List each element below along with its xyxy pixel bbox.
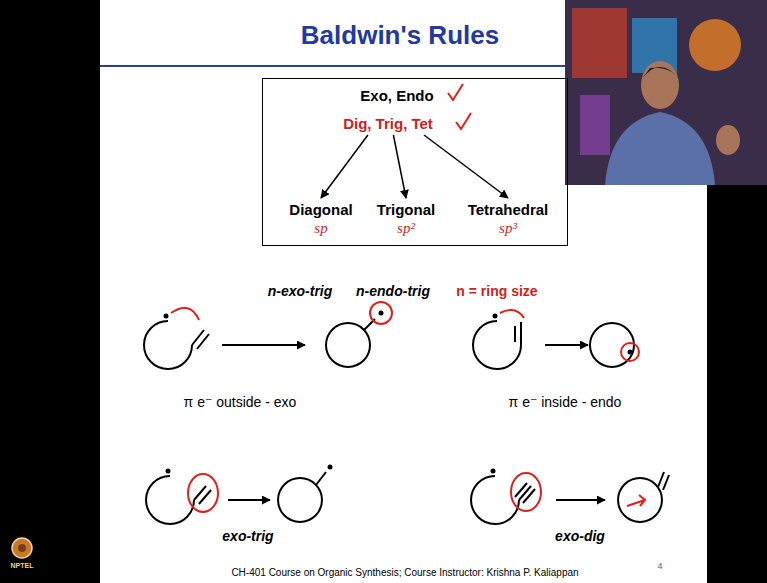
curved-arrow bbox=[171, 308, 199, 320]
hybridisation-note: sp³ bbox=[468, 219, 549, 237]
radical-dot bbox=[493, 314, 498, 319]
mode-label: exo-trig bbox=[222, 528, 273, 544]
instructor-head bbox=[641, 61, 679, 109]
video-background bbox=[689, 19, 741, 71]
reaction-arrow bbox=[545, 344, 588, 346]
reaction-arrow bbox=[222, 344, 305, 346]
node-label: Tetrahedral bbox=[468, 201, 549, 219]
radical-dot bbox=[379, 311, 384, 316]
highlight-ellipse bbox=[511, 473, 541, 511]
rule-notation: n-exo-trig bbox=[268, 283, 333, 299]
radical-dot bbox=[166, 469, 171, 474]
rule-notation: n-endo-trig bbox=[356, 283, 430, 299]
triple-bond bbox=[523, 489, 535, 503]
slide-title: Baldwin's Rules bbox=[301, 20, 499, 51]
geometry-name: Tetrahedralsp³ bbox=[468, 201, 549, 237]
radical-dot bbox=[328, 465, 333, 470]
mode-label: π e⁻ outside - exo bbox=[184, 394, 297, 410]
instructor-hair bbox=[641, 67, 680, 80]
double-bond bbox=[520, 322, 522, 345]
triple-bond bbox=[519, 486, 531, 500]
instructor-hand bbox=[716, 125, 740, 155]
rule-note: n = ring size bbox=[456, 283, 537, 299]
double-bond bbox=[197, 334, 209, 349]
highlight-circle bbox=[621, 343, 639, 361]
video-inset bbox=[565, 0, 767, 185]
ring bbox=[618, 478, 662, 522]
connector-arrow bbox=[321, 135, 368, 198]
node-label: Diagonal bbox=[289, 201, 352, 219]
annotation-arrow bbox=[627, 495, 645, 506]
mode-label: exo-dig bbox=[555, 528, 605, 544]
double-bond bbox=[514, 326, 516, 342]
page-number: 4 bbox=[657, 561, 662, 571]
node-label: Dig, Trig, Tet bbox=[343, 115, 433, 132]
logo-text: NPTEL bbox=[11, 562, 34, 569]
highlight-ellipse bbox=[188, 474, 218, 512]
hybridisation-note: sp² bbox=[377, 219, 435, 237]
radical-dot bbox=[491, 469, 496, 474]
double-bond bbox=[199, 490, 211, 504]
box-heading: Exo, Endo bbox=[263, 79, 567, 104]
node-label: Trigonal bbox=[377, 201, 435, 219]
geometry-name: Diagonalsp bbox=[289, 201, 352, 237]
ring-chain bbox=[144, 321, 192, 369]
radical-dot bbox=[628, 350, 633, 355]
ring bbox=[326, 323, 370, 367]
connector-arrow bbox=[424, 135, 508, 198]
nptel-logo bbox=[18, 544, 26, 552]
video-background bbox=[580, 95, 610, 155]
highlight-circle bbox=[370, 302, 392, 324]
hybridisation-note: sp bbox=[289, 219, 352, 237]
triple-bond bbox=[515, 483, 527, 497]
check-mark bbox=[448, 84, 463, 100]
check-mark bbox=[456, 113, 471, 129]
slide-footer: CH-401 Course on Organic Synthesis; Cour… bbox=[231, 567, 578, 578]
double-bond bbox=[658, 472, 664, 487]
instructor-shirt bbox=[605, 112, 715, 185]
radical-dot bbox=[164, 314, 169, 319]
connector-arrow bbox=[393, 135, 406, 198]
bond bbox=[316, 472, 326, 485]
double-bond bbox=[663, 475, 669, 490]
mode-label: π e⁻ inside - endo bbox=[509, 394, 622, 410]
curved-arrow bbox=[500, 310, 524, 318]
geometry-terms: Dig, Trig, Tet bbox=[343, 115, 433, 132]
reaction-arrow bbox=[556, 499, 605, 501]
ring-chain bbox=[146, 476, 194, 524]
nptel-logo bbox=[12, 538, 32, 558]
ring-chain bbox=[473, 321, 521, 369]
video-background bbox=[572, 8, 627, 78]
geometry-name: Trigonalsp² bbox=[377, 201, 435, 237]
ring bbox=[278, 478, 322, 522]
reaction-arrow bbox=[228, 499, 270, 501]
classification-box: Dig, Trig, TetDiagonalsp Trigonalsp² Tetra… bbox=[262, 78, 568, 246]
